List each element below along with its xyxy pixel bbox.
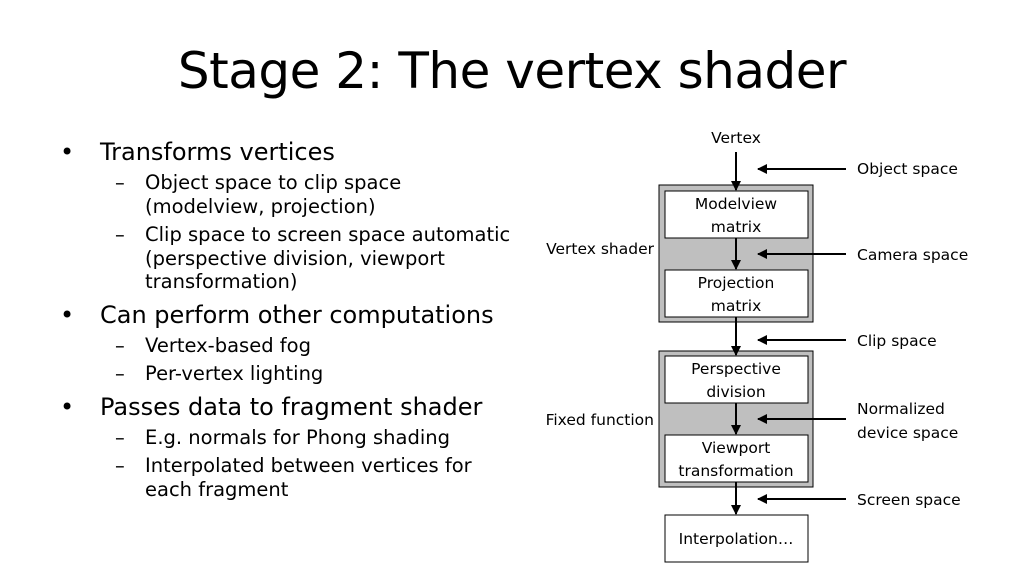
camera-space-label: Camera space (857, 246, 968, 264)
perspective-box (664, 355, 809, 404)
sub-bullet: –Object space to clip space (modelview, … (115, 171, 402, 218)
modelview-label-1: Modelview (695, 195, 778, 213)
perspective-label-1: Perspective (691, 360, 781, 378)
modelview-box (664, 190, 809, 239)
viewport-label-1: Viewport (702, 439, 771, 457)
slide-title: Stage 2: The vertex shader (177, 42, 847, 100)
projection-label-2: matrix (711, 297, 762, 315)
bullet-passes-data: • Passes data to fragment shader (60, 392, 483, 421)
viewport-label-2: transformation (678, 462, 793, 480)
perspective-label-2: division (706, 383, 765, 401)
modelview-label-2: matrix (711, 218, 762, 236)
bullet-dot: • (60, 392, 75, 421)
sub-bullet: –Per-vertex lighting (115, 362, 324, 385)
projection-box (664, 269, 809, 318)
sub-bullet: –E.g. normals for Phong shading (115, 425, 450, 449)
interpolation-box (664, 514, 809, 563)
ndc-label-2: device space (857, 424, 958, 442)
vertex-shader-label: Vertex shader (546, 240, 655, 258)
sub-bullet: –Vertex-based fog (115, 333, 311, 357)
projection-label-1: Projection (698, 274, 775, 292)
fixed-function-label: Fixed function (546, 411, 654, 429)
ndc-label-1: Normalized (857, 400, 945, 418)
viewport-box (664, 434, 809, 483)
sub-bullet: –Clip space to screen space automatic (p… (115, 223, 511, 293)
clip-space-label: Clip space (857, 332, 937, 350)
interpolation-label: Interpolation… (679, 530, 794, 548)
screen-space-label: Screen space (857, 491, 961, 509)
object-space-label: Object space (857, 160, 958, 178)
sub-bullet: –Interpolated between vertices for each … (115, 454, 472, 501)
bullet-list: • Transforms vertices –Object space to c… (60, 137, 520, 507)
bullet-dot: • (60, 300, 75, 329)
vertex-label: Vertex (711, 129, 761, 147)
bullet-computations: • Can perform other computations (60, 300, 494, 329)
bullet-dot: • (60, 138, 75, 166)
bullet-transforms: • Transforms vertices (60, 138, 335, 166)
